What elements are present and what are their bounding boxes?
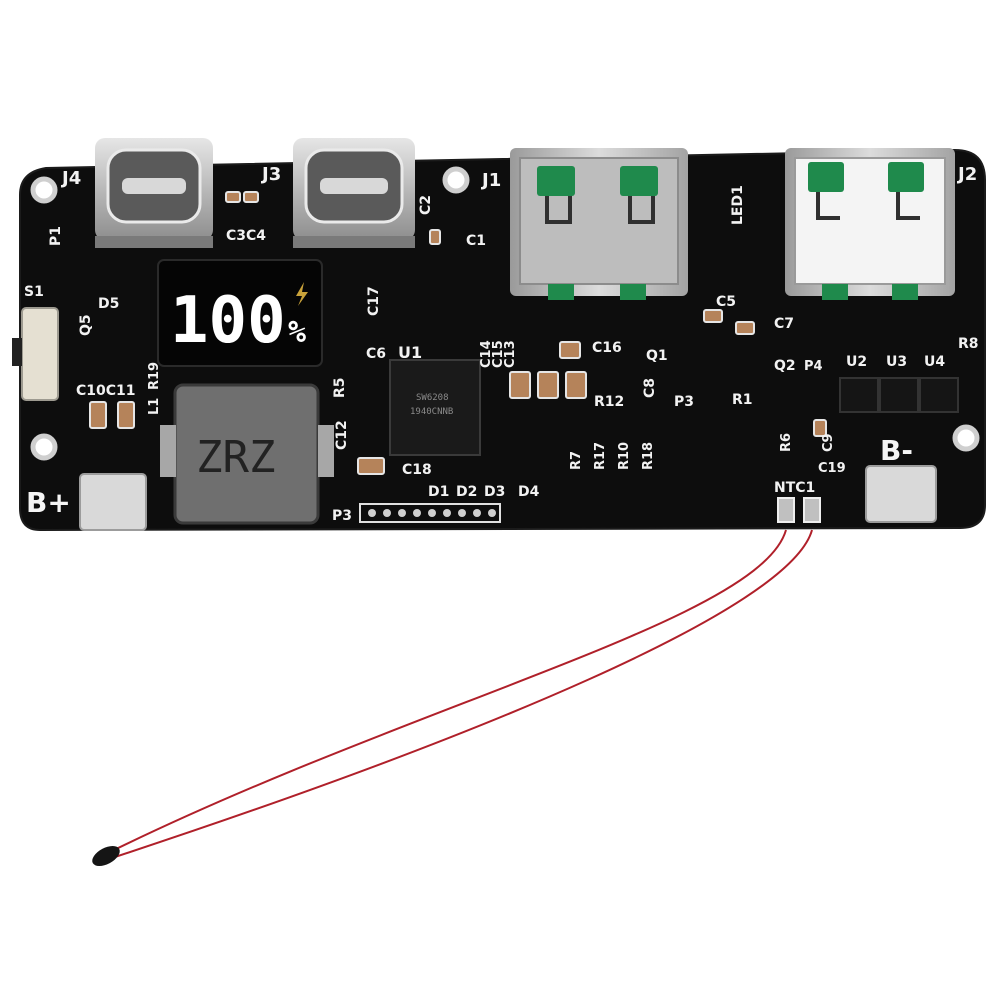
label-j1: J1	[480, 170, 501, 191]
label-q1: Q1	[646, 348, 668, 364]
label-r6: R6	[779, 433, 794, 452]
label-led1: LED1	[730, 185, 746, 225]
mosfet-chips	[839, 377, 959, 413]
inductor-marking: ZRZ	[196, 432, 275, 483]
led-display: 100 %	[157, 259, 323, 367]
label-u3: U3	[886, 354, 907, 370]
label-c14: C14	[479, 340, 494, 368]
silkscreen-labels: J4 J3 J1 J2 C3C4 C2 C1 LED1 P1 S1 D5 Q5 …	[24, 164, 979, 524]
label-r18: R18	[641, 442, 656, 470]
label-p3-bottom: P3	[332, 508, 352, 524]
label-r7: R7	[569, 451, 584, 470]
usb-a-connector-j2	[785, 148, 955, 300]
display-percent: %	[288, 315, 306, 350]
label-c3c4: C3C4	[226, 228, 266, 244]
usb-c-connector-j4	[95, 138, 213, 248]
label-s1: S1	[24, 284, 44, 300]
label-b-minus: B-	[880, 434, 913, 467]
smd-capacitors	[89, 191, 827, 475]
label-u1: U1	[398, 343, 422, 362]
ntc-thermistor-wire	[109, 529, 813, 859]
label-c9: C9	[821, 433, 836, 452]
label-c18: C18	[402, 462, 432, 478]
label-r1: R1	[732, 392, 753, 408]
label-c13: C13	[503, 340, 518, 368]
mounting-holes	[30, 166, 980, 461]
label-c12: C12	[334, 420, 350, 450]
lightning-icon	[296, 282, 308, 306]
ic-marking-line2: 1940CNNB	[410, 407, 453, 417]
label-r10: R10	[617, 442, 632, 470]
label-c15: C15	[491, 340, 506, 368]
label-r8: R8	[958, 336, 979, 352]
label-q2: Q2	[774, 358, 796, 374]
label-c1: C1	[466, 233, 486, 249]
ntc-thermistor-bead	[92, 846, 120, 866]
label-r17: R17	[593, 442, 608, 470]
side-switch-s1	[12, 307, 59, 401]
inductor: ZRZ	[160, 383, 334, 525]
label-d2: D2	[456, 484, 477, 500]
label-d4: D4	[518, 484, 540, 500]
label-c7: C7	[774, 316, 794, 332]
label-c17: C17	[366, 286, 382, 316]
label-d5: D5	[98, 296, 119, 312]
label-r19: R19	[147, 362, 162, 390]
main-ic-u1: SW6208 1940CNNB	[389, 359, 481, 456]
usb-a-connector-j1	[510, 148, 688, 300]
label-d3: D3	[484, 484, 505, 500]
label-ntc1: NTC1	[774, 480, 815, 496]
label-c2: C2	[418, 195, 434, 215]
label-j3: J3	[260, 164, 281, 185]
label-c8: C8	[642, 378, 658, 398]
label-r5: R5	[332, 377, 348, 398]
usb-c-connector-j3	[293, 138, 415, 248]
battery-pads	[79, 465, 937, 531]
ic-marking-line1: SW6208	[416, 393, 449, 403]
label-j4: J4	[60, 168, 81, 189]
label-u4: U4	[924, 354, 945, 370]
label-p1: P1	[48, 226, 64, 246]
label-l1: L1	[147, 398, 162, 415]
ntc-pads	[777, 497, 821, 523]
label-r12: R12	[594, 394, 624, 410]
label-q5: Q5	[78, 314, 94, 336]
display-digits: 100	[170, 284, 286, 358]
label-c19: C19	[818, 461, 846, 476]
label-c6: C6	[366, 346, 386, 362]
label-j2: J2	[956, 164, 977, 185]
label-c5: C5	[716, 294, 736, 310]
label-c16: C16	[592, 340, 622, 356]
label-c10c11: C10C11	[76, 383, 136, 399]
label-b-plus: B+	[26, 486, 71, 519]
label-d1: D1	[428, 484, 449, 500]
label-u2: U2	[846, 354, 867, 370]
header-p3-pins	[359, 503, 501, 523]
label-p4: P4	[804, 359, 823, 374]
label-p3-top: P3	[674, 394, 694, 410]
